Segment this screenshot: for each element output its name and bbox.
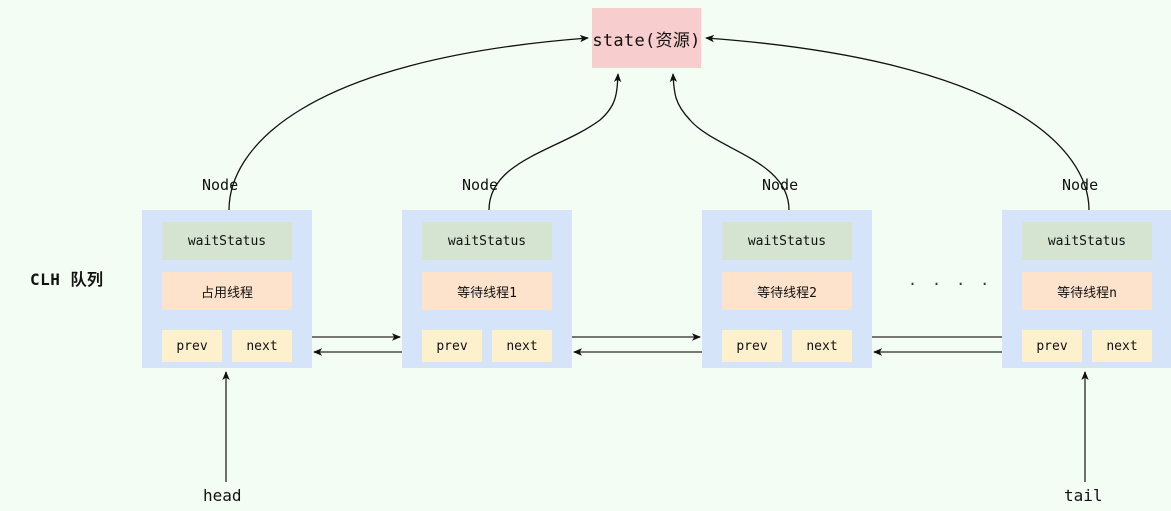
node-3-wait-status[interactable]: waitStatus xyxy=(722,222,852,260)
node-3-thread[interactable]: 等待线程2 xyxy=(722,272,852,310)
node-1-prev[interactable]: prev xyxy=(162,330,222,362)
node-2[interactable]: waitStatus 等待线程1 prev next xyxy=(402,210,572,368)
node-4-wait-status[interactable]: waitStatus xyxy=(1022,222,1152,260)
node-2-thread[interactable]: 等待线程1 xyxy=(422,272,552,310)
node-2-next[interactable]: next xyxy=(492,330,552,362)
node-2-prev[interactable]: prev xyxy=(422,330,482,362)
node-caption-1: Node xyxy=(202,176,239,194)
node-caption-3: Node xyxy=(762,176,799,194)
node-3-next[interactable]: next xyxy=(792,330,852,362)
node-4-next[interactable]: next xyxy=(1092,330,1152,362)
node-3[interactable]: waitStatus 等待线程2 prev next xyxy=(702,210,872,368)
tail-label: tail xyxy=(1064,486,1103,505)
connector-node2-to-state xyxy=(488,73,622,211)
node-caption-4: Node xyxy=(1062,176,1099,194)
state-box[interactable]: state(资源) xyxy=(592,8,701,68)
node-2-wait-status[interactable]: waitStatus xyxy=(422,222,552,260)
node-1-thread[interactable]: 占用线程 xyxy=(162,272,292,310)
node-4-prev[interactable]: prev xyxy=(1022,330,1082,362)
node-4[interactable]: waitStatus 等待线程n prev next xyxy=(1002,210,1171,368)
node-1-wait-status[interactable]: waitStatus xyxy=(162,222,292,260)
state-label: state(资源) xyxy=(592,30,701,51)
connector-node1-to-state xyxy=(228,34,589,211)
head-label: head xyxy=(203,486,242,505)
node-3-prev[interactable]: prev xyxy=(722,330,782,362)
queue-title-label: CLH 队列 xyxy=(30,270,104,289)
node-4-thread[interactable]: 等待线程n xyxy=(1022,272,1152,310)
node-1[interactable]: waitStatus 占用线程 prev next xyxy=(142,210,312,368)
node-caption-2: Node xyxy=(462,176,499,194)
node-1-next[interactable]: next xyxy=(232,330,292,362)
